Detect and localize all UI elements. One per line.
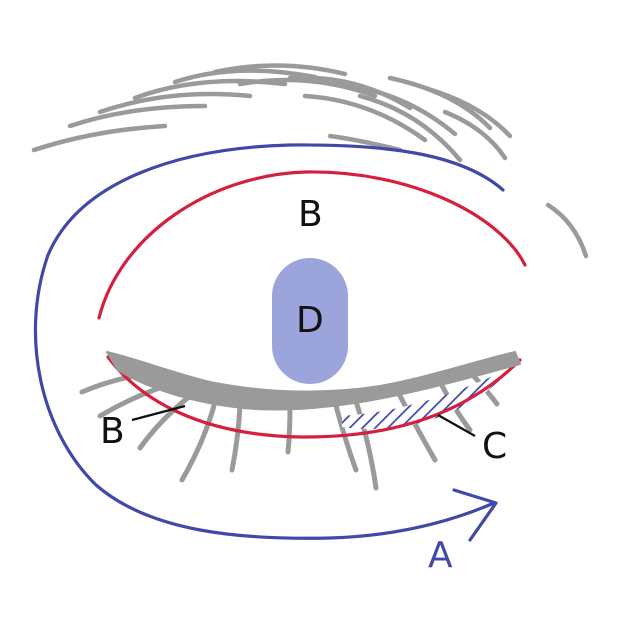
- eyebrow: [31, 63, 589, 259]
- pupil-d: [272, 258, 348, 384]
- hatched-area-c: [342, 367, 512, 429]
- eyebrow-stroke: [422, 85, 513, 139]
- eyelid-lash-line: [106, 351, 521, 411]
- eyebrow-stroke: [545, 202, 589, 259]
- eyebrow-stroke: [67, 103, 208, 129]
- eyebrow-stroke: [442, 109, 508, 161]
- upper-crease: [97, 170, 527, 320]
- outline-a-path: [33, 143, 505, 540]
- label-c: C: [482, 426, 507, 467]
- eyebrow-stroke: [212, 63, 348, 77]
- label-b-lower: B: [100, 411, 125, 452]
- lash: [179, 399, 218, 483]
- leader-b: [131, 404, 186, 422]
- outline-a: [33, 143, 505, 542]
- lash: [332, 399, 359, 473]
- lash: [285, 403, 293, 455]
- eyebrow-stroke: [237, 77, 378, 99]
- lash: [395, 389, 438, 463]
- eyebrow-stroke: [357, 93, 463, 163]
- eyebrow-stroke: [97, 91, 253, 115]
- leader-c: [437, 414, 476, 437]
- lash: [137, 393, 193, 451]
- label-d: D: [296, 300, 324, 341]
- lower-lid-line: [106, 355, 522, 439]
- eyebrow-stroke: [327, 81, 458, 137]
- arrow-head: [452, 488, 498, 542]
- lower-lashes: [79, 367, 500, 491]
- eyebrow-stroke: [31, 123, 168, 153]
- lash: [229, 403, 243, 473]
- label-b-upper: B: [298, 194, 323, 235]
- lash: [352, 395, 379, 491]
- eyebrow-stroke: [172, 68, 318, 85]
- eyebrow-stroke: [302, 93, 428, 143]
- label-a: A: [428, 535, 453, 576]
